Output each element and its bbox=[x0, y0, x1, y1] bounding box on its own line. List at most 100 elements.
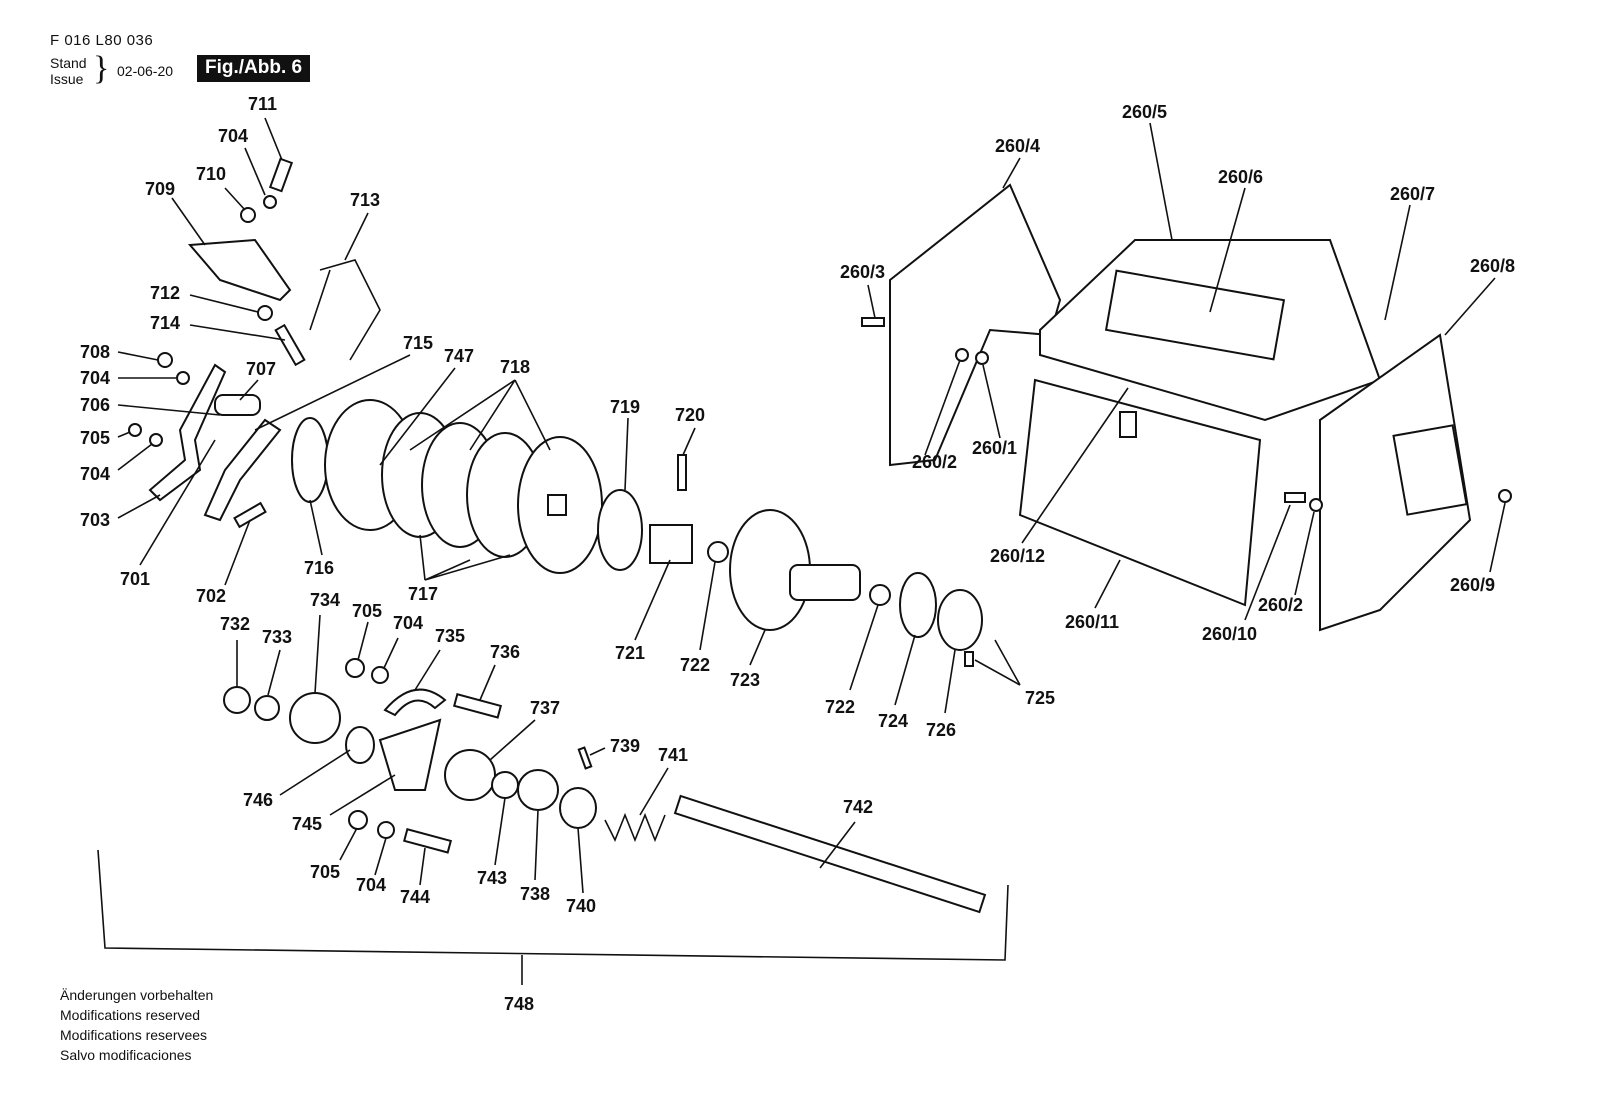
label-744: 744 bbox=[400, 887, 430, 907]
screw-702 bbox=[233, 501, 267, 529]
leader-lines bbox=[117, 117, 1506, 894]
sleeve-740 bbox=[559, 787, 597, 829]
pin-739 bbox=[577, 746, 593, 770]
part-number-labels: 711 704 709 710 713 712 714 708 704 707 … bbox=[80, 94, 1515, 1014]
label-260-9: 260/9 bbox=[1450, 575, 1495, 595]
washer-704-e bbox=[377, 821, 395, 839]
leader-718 bbox=[409, 379, 551, 451]
leader-702 bbox=[224, 519, 251, 586]
leader-704a bbox=[244, 147, 266, 196]
label-704e: 704 bbox=[356, 875, 386, 895]
label-260-3: 260/3 bbox=[840, 262, 885, 282]
leader-712 bbox=[189, 294, 259, 313]
label-720: 720 bbox=[675, 405, 705, 425]
label-748: 748 bbox=[504, 994, 534, 1014]
leader-720 bbox=[682, 427, 696, 456]
leader-704d bbox=[383, 637, 399, 669]
figure-title: Fig./Abb. 6 bbox=[197, 55, 311, 82]
gear-724 bbox=[899, 572, 937, 638]
label-734: 734 bbox=[310, 590, 340, 610]
label-741: 741 bbox=[658, 745, 688, 765]
label-726: 726 bbox=[926, 720, 956, 740]
label-260-2b: 260/2 bbox=[1258, 595, 1303, 615]
label-704c: 704 bbox=[80, 464, 110, 484]
label-713: 713 bbox=[350, 190, 380, 210]
leader-740 bbox=[577, 827, 584, 894]
label-703: 703 bbox=[80, 510, 110, 530]
washer-704-top bbox=[263, 195, 277, 209]
label-705c: 705 bbox=[310, 862, 340, 882]
label-260-4: 260/4 bbox=[995, 136, 1040, 156]
note-spanish: Salvo modificaciones bbox=[60, 1047, 192, 1063]
label-705a: 705 bbox=[80, 428, 110, 448]
label-704d: 704 bbox=[393, 613, 423, 633]
brace-glyph: } bbox=[93, 50, 110, 87]
leader-260-1 bbox=[982, 364, 1001, 439]
bearing-737 bbox=[444, 749, 496, 801]
label-722a: 722 bbox=[680, 655, 710, 675]
leader-747 bbox=[379, 367, 456, 466]
label-736: 736 bbox=[490, 642, 520, 662]
spring-741 bbox=[604, 812, 666, 843]
label-733: 733 bbox=[262, 627, 292, 647]
spring-713 bbox=[309, 259, 381, 361]
latch-260-12 bbox=[1119, 411, 1137, 438]
housing-assembly bbox=[861, 183, 1512, 632]
label-708: 708 bbox=[80, 342, 110, 362]
pin-720 bbox=[677, 454, 687, 491]
leader-708 bbox=[117, 351, 159, 361]
bolt-260-3 bbox=[861, 317, 885, 327]
nut-705-a bbox=[128, 423, 142, 437]
leader-260-11 bbox=[1094, 559, 1121, 609]
leader-260-5 bbox=[1149, 122, 1173, 241]
label-707: 707 bbox=[246, 359, 276, 379]
leader-734 bbox=[314, 614, 321, 694]
linkage-assembly bbox=[128, 157, 381, 529]
leader-707 bbox=[239, 379, 259, 401]
bushing-746 bbox=[345, 726, 375, 764]
flange-745 bbox=[378, 718, 442, 791]
label-723: 723 bbox=[730, 670, 760, 690]
label-260-12: 260/12 bbox=[990, 546, 1045, 566]
label-722b: 722 bbox=[825, 697, 855, 717]
lever-703 bbox=[148, 363, 227, 502]
leader-260-10 bbox=[1244, 504, 1291, 621]
leader-746 bbox=[279, 749, 351, 796]
bolt-736 bbox=[453, 693, 503, 719]
leader-742 bbox=[819, 821, 856, 869]
label-704b: 704 bbox=[80, 368, 110, 388]
label-709: 709 bbox=[145, 179, 175, 199]
leader-745 bbox=[329, 774, 396, 816]
bracket-709 bbox=[187, 238, 292, 302]
note-french: Modifications reservees bbox=[60, 1027, 208, 1043]
washer-260-2 bbox=[955, 348, 969, 362]
label-260-6: 260/6 bbox=[1218, 167, 1263, 187]
square-hole bbox=[547, 494, 567, 516]
label-747: 747 bbox=[444, 346, 474, 366]
note-german: Änderungen vorbehalten bbox=[60, 987, 214, 1003]
stand-label: Stand bbox=[50, 55, 87, 71]
label-701: 701 bbox=[120, 569, 150, 589]
washer-704-b bbox=[176, 371, 190, 385]
leader-744 bbox=[419, 847, 426, 886]
label-745: 745 bbox=[292, 814, 322, 834]
note-english: Modifications reserved bbox=[60, 1007, 201, 1023]
label-715: 715 bbox=[403, 333, 433, 353]
leader-260-7 bbox=[1384, 204, 1411, 321]
bushing-722-a bbox=[707, 541, 729, 563]
hub-726 bbox=[937, 589, 983, 651]
label-702: 702 bbox=[196, 586, 226, 606]
leader-704c bbox=[117, 443, 153, 471]
label-735: 735 bbox=[435, 626, 465, 646]
nut-708 bbox=[157, 352, 173, 368]
leader-713 bbox=[344, 212, 369, 261]
sprocket-734 bbox=[289, 692, 341, 744]
washer-712 bbox=[257, 305, 273, 321]
leader-719 bbox=[624, 417, 629, 491]
bolt-744 bbox=[403, 828, 453, 854]
washer-260-2-b bbox=[1309, 498, 1323, 512]
leader-260-4 bbox=[1002, 157, 1021, 189]
label-743: 743 bbox=[477, 868, 507, 888]
leader-733 bbox=[267, 649, 281, 696]
